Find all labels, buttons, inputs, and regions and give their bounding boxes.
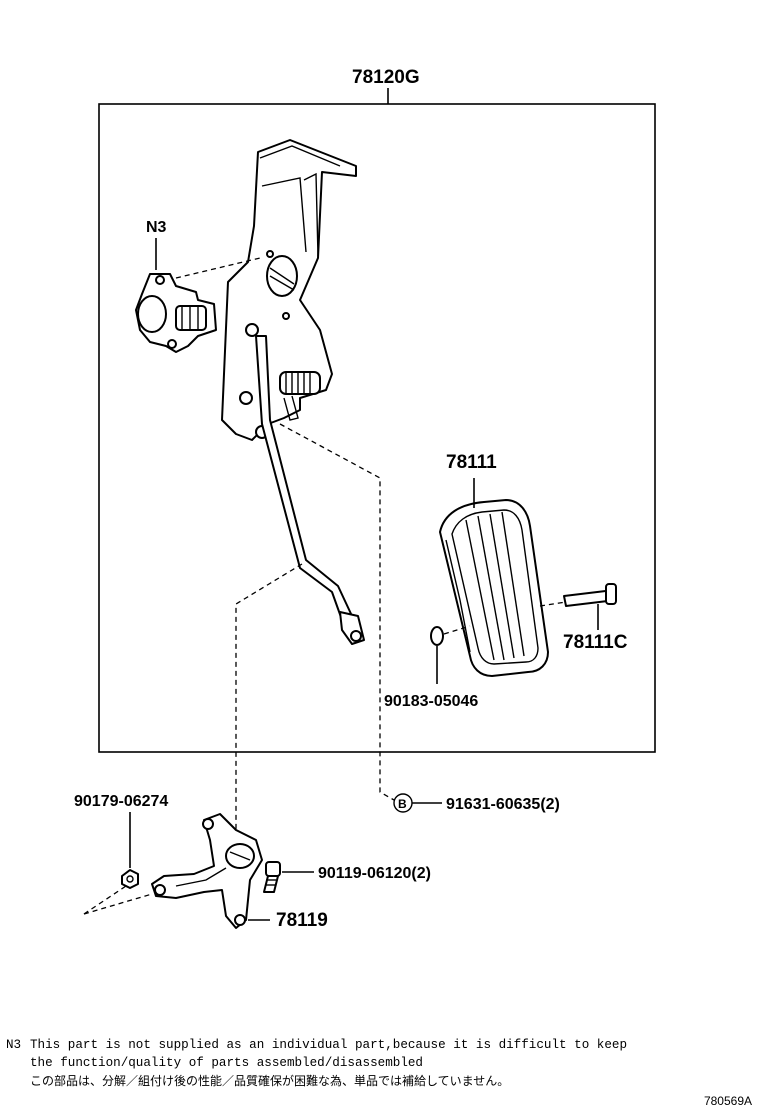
pin-callout: 78111C [563, 632, 628, 653]
assembly-label: 78120G [352, 67, 420, 88]
nut-callout: 90179-06274 [74, 793, 168, 810]
washer-dash-line [443, 625, 471, 635]
note-text-ja: この部品は、分解／組付け後の性能／品質確保が困難な為、単品では補給していません。 [30, 1074, 510, 1088]
note-marker-callout: N3 [146, 219, 167, 236]
pedal-bracket [151, 813, 263, 929]
clip-dash-route [279, 423, 395, 801]
nut-part [121, 869, 139, 889]
note-line-3: この部品は、分解／組付け後の性能／品質確保が困難な為、単品では補給していません。 [6, 1072, 756, 1091]
mounting-bolt [263, 861, 281, 893]
notes-section: N3 This part is not supplied as an indivi… [6, 1036, 756, 1091]
accelerator-pad [439, 499, 549, 677]
rod-dash-route [235, 563, 303, 840]
washer-part [430, 626, 444, 646]
pin-dash-line [539, 601, 567, 607]
clip-callout: 91631-60635(2) [446, 796, 560, 813]
note-line-1: N3 This part is not supplied as an indivi… [6, 1036, 756, 1054]
bracket-callout: 78119 [276, 910, 328, 931]
drawing-code: 780569A [703, 1094, 752, 1108]
return-spring [279, 371, 321, 421]
note-text-en-1: This part is not supplied as an individu… [30, 1038, 628, 1052]
mount-dash-line-b [83, 893, 153, 915]
pad-callout: 78111 [446, 452, 497, 473]
pivot-pin [563, 583, 617, 607]
washer-callout: 90183-05046 [384, 693, 478, 710]
clip-ref-symbol: B [398, 797, 407, 811]
note-line-2: the function/quality of parts assembled/… [6, 1054, 756, 1072]
note-text-en-2: the function/quality of parts assembled/… [30, 1056, 423, 1070]
bolt-callout: 90119-06120(2) [318, 865, 431, 882]
mount-dash-line-a [83, 885, 127, 915]
pedal-position-sensor [135, 273, 217, 353]
assembly-frame [98, 103, 656, 753]
pedal-arm-assembly [221, 139, 365, 645]
note-code: N3 [6, 1038, 22, 1052]
